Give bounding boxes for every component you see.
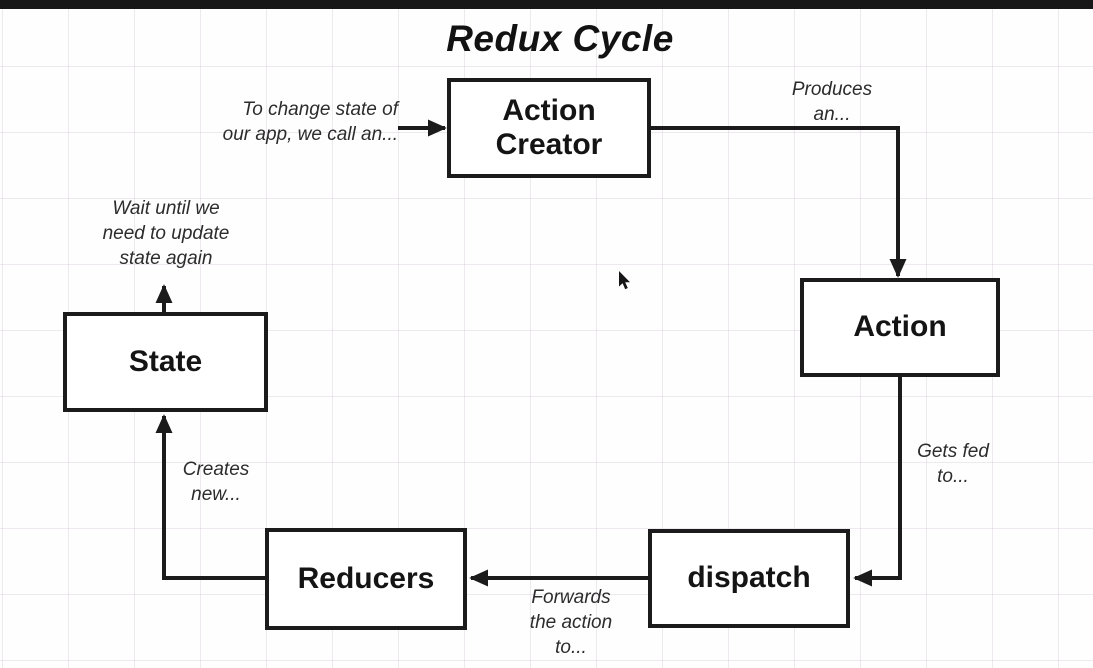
note-forwards-action-to: Forwards the action to... bbox=[529, 587, 613, 659]
note-call-an: To change state of our app, we call an..… bbox=[222, 99, 398, 146]
node-reducers: Reducers bbox=[265, 528, 467, 630]
top-black-bar bbox=[0, 0, 1093, 9]
node-state: State bbox=[63, 312, 268, 412]
arrow-produces-an bbox=[651, 126, 907, 278]
arrow-gets-fed-to bbox=[853, 377, 902, 587]
note-creates-new: Creates new... bbox=[182, 459, 250, 506]
note-gets-fed-to: Gets fed to... bbox=[917, 441, 989, 488]
node-dispatch: dispatch bbox=[648, 529, 850, 628]
note-wait-until-update: Wait until we need to update state again bbox=[102, 198, 230, 270]
node-action-creator: Action Creator bbox=[447, 78, 651, 178]
diagram-title: Redux Cycle bbox=[446, 18, 674, 59]
mouse-cursor-icon bbox=[619, 271, 630, 290]
node-action: Action bbox=[800, 278, 1000, 377]
note-produces-an: Produces an... bbox=[791, 79, 873, 126]
arrow-creates-new bbox=[155, 414, 265, 580]
